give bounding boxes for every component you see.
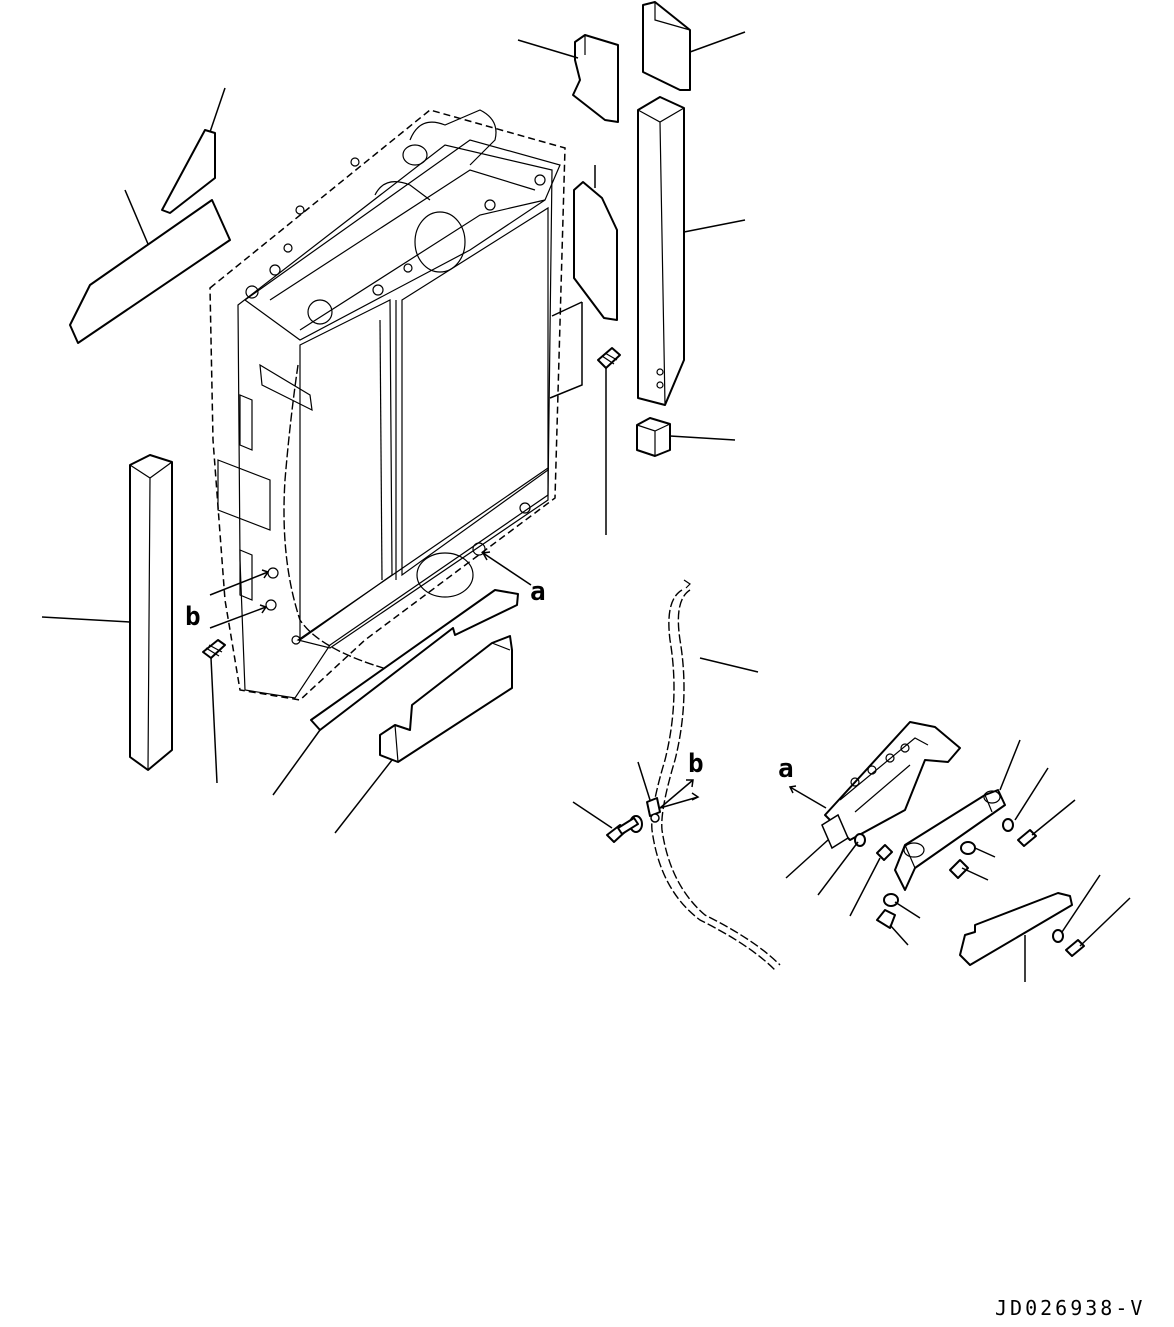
drawing-code: JD026938-V bbox=[995, 1296, 1146, 1320]
drain-hose bbox=[651, 579, 781, 971]
seal-cube bbox=[636, 417, 671, 457]
ref-letter-a-frame: a bbox=[530, 577, 546, 607]
radiator-frame-assembly bbox=[209, 109, 566, 701]
plug-left bbox=[202, 639, 226, 659]
mount-bracket-plate bbox=[821, 721, 961, 850]
bolt-hose bbox=[606, 817, 639, 843]
seal-right-column bbox=[637, 96, 685, 406]
bracket-line bbox=[549, 302, 583, 399]
plug-right bbox=[597, 347, 621, 369]
hose-clamp bbox=[646, 797, 661, 823]
seal-bottom-block bbox=[379, 635, 513, 763]
ref-letter-b-hose: b bbox=[688, 749, 704, 779]
filter-housing bbox=[894, 789, 1006, 891]
seal-top-left-long bbox=[69, 199, 231, 344]
ref-letter-a-bracket: a bbox=[778, 754, 794, 784]
leader-lines bbox=[41, 31, 1131, 982]
seal-left-tall bbox=[129, 454, 173, 771]
ref-letter-b-frame: b bbox=[185, 602, 201, 632]
seal-bottom-thin-bar bbox=[310, 589, 519, 731]
reference-arrows bbox=[209, 551, 827, 809]
seal-top-left-small bbox=[161, 129, 216, 214]
seal-top-right-small bbox=[642, 1, 691, 91]
cover-plate-bottom-right bbox=[959, 892, 1073, 966]
seal-top-center-small bbox=[572, 34, 619, 123]
small-fittings bbox=[854, 818, 1085, 957]
seal-right-tapered bbox=[573, 181, 618, 321]
